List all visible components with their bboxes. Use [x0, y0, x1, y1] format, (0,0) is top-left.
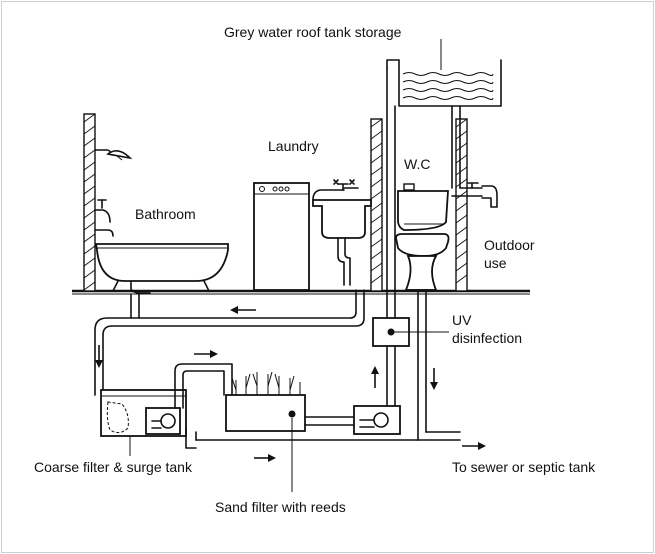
label-uv-2: disinfection	[452, 330, 522, 346]
coarse-filter-tank	[101, 390, 186, 436]
label-sewer: To sewer or septic tank	[452, 459, 596, 475]
label-laundry: Laundry	[268, 138, 319, 154]
label-outdoor-2: use	[484, 255, 507, 271]
washing-machine-icon	[254, 183, 309, 290]
label-coarse-filter: Coarse filter & surge tank	[34, 459, 193, 475]
wall-middle	[371, 119, 382, 291]
label-sand-filter: Sand filter with reeds	[215, 499, 346, 515]
wall-left	[84, 114, 95, 291]
label-wc: W.C	[404, 156, 430, 172]
label-uv-1: UV	[452, 312, 472, 328]
wall-right	[456, 119, 467, 291]
label-outdoor-1: Outdoor	[484, 237, 535, 253]
label-roof-tank: Grey water roof tank storage	[224, 24, 402, 40]
pump-icon	[354, 406, 400, 434]
label-bathroom: Bathroom	[135, 206, 196, 222]
